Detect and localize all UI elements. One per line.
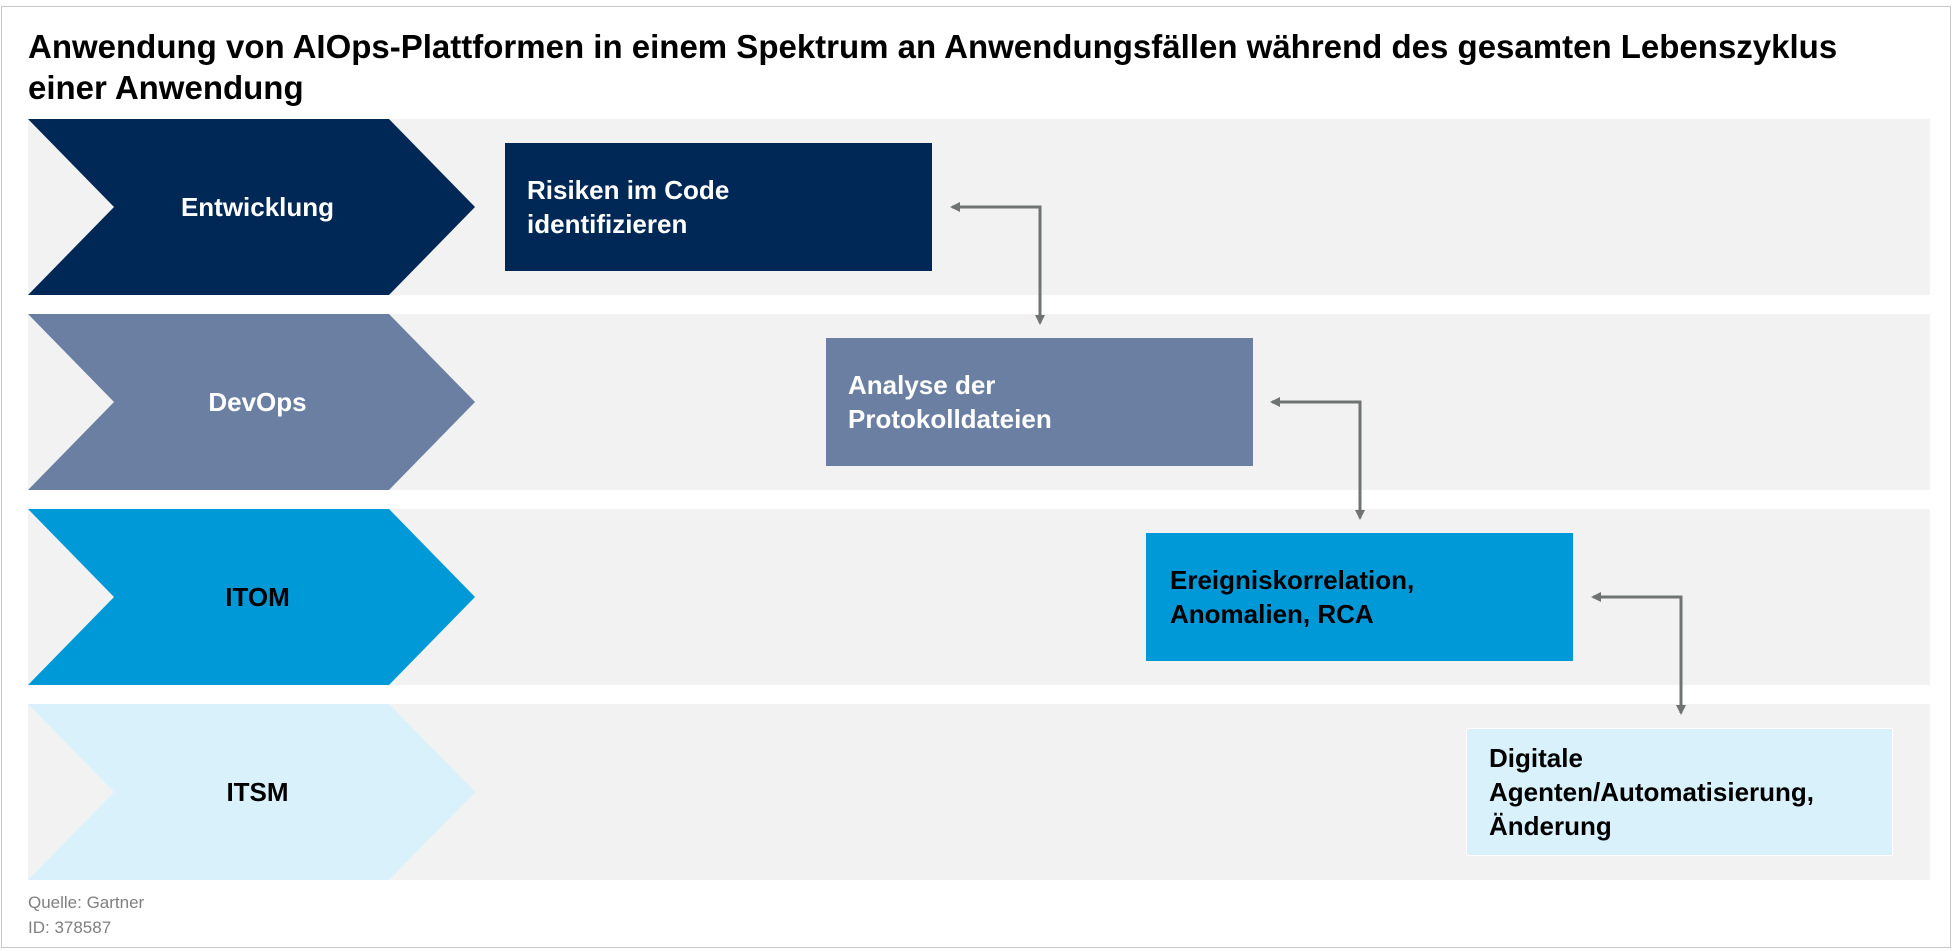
use-case-box-event-correlation: Ereigniskorrelation, Anomalien, RCA (1146, 533, 1573, 661)
use-case-box-digital-agents: Digitale Agenten/Automatisierung, Änderu… (1466, 728, 1893, 856)
lane-label-entwicklung: Entwicklung (180, 191, 335, 222)
lane-label-itsm: ITSM (226, 776, 289, 807)
use-case-box-log-analysis: Analyse der Protokolldateien (826, 338, 1253, 466)
lane-label-itom: ITOM (225, 581, 290, 612)
source-note: Quelle: Gartner (28, 893, 145, 912)
diagram-frame (1, 6, 1951, 948)
use-case-box-text: Ereigniskorrelation, Anomalien, RCA (1170, 565, 1415, 629)
use-case-box-text: Analyse der Protokolldateien (848, 370, 1052, 434)
use-case-box-text: Risiken im Code identifizieren (527, 175, 730, 239)
lane-label-devops: DevOps (208, 386, 307, 417)
use-case-box-code-risks: Risiken im Code identifizieren (505, 143, 932, 271)
diagram-title: Anwendung von AIOps-Plattformen in einem… (28, 28, 1838, 106)
document-id: ID: 378587 (28, 918, 112, 937)
use-case-box-text: Digitale Agenten/Automatisierung, Änderu… (1489, 743, 1815, 841)
